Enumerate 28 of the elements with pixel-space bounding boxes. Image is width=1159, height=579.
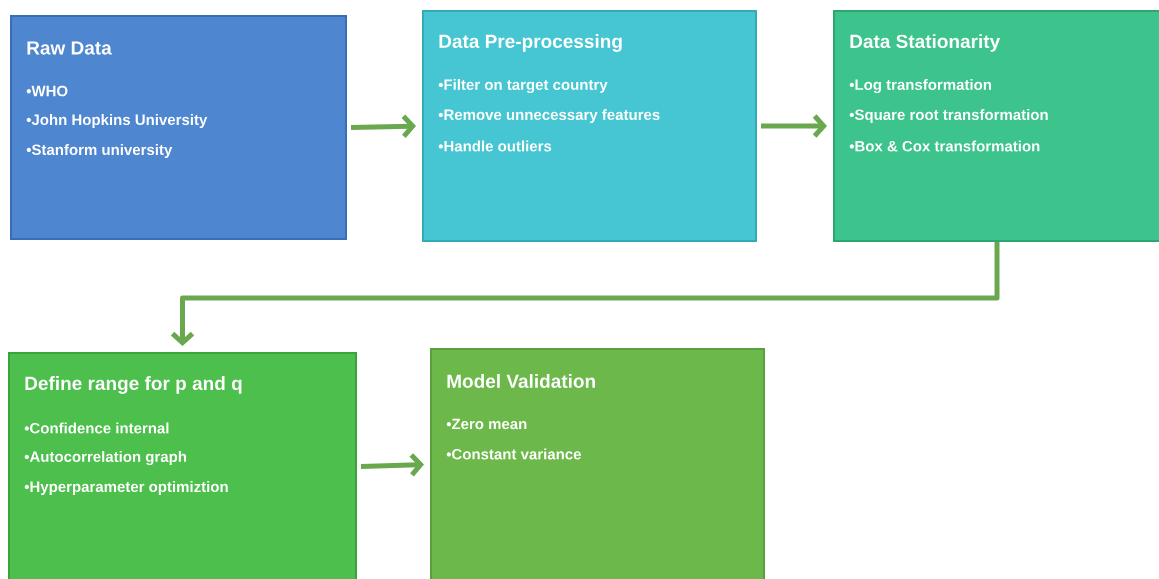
bullet-item: •Zero mean [446, 418, 527, 430]
bullet-item: •Box & Cox transformation [849, 140, 1040, 152]
bullet-item: •Hyperparameter optimiztion [24, 481, 228, 495]
box-heading: Raw Data [27, 41, 112, 55]
bullet-item: •Square root transformation [849, 109, 1048, 123]
box-heading: Define range for p and q [25, 376, 242, 394]
bullet-item: •John Hopkins University [26, 114, 208, 128]
box-heading: Data Pre-processing [439, 34, 622, 52]
bullet-item: •Log transformation [849, 79, 991, 94]
box-heading: Data Stationarity [850, 34, 1001, 52]
bullet-item: •Autocorrelation graph [24, 451, 186, 466]
process-box [430, 348, 765, 579]
bullet-item: •Stanform university [26, 144, 173, 158]
arrow [360, 453, 424, 477]
process-box [422, 10, 757, 242]
bullet-item: •WHO [26, 85, 68, 97]
bullet-item: •Handle outliers [438, 140, 552, 152]
process-box [10, 15, 347, 240]
arrow [761, 114, 827, 138]
bullet-item: •Remove unnecessary features [438, 109, 660, 123]
bullet-item: •Filter on target country [438, 79, 608, 94]
bullet-item: •Constant variance [446, 448, 581, 460]
process-box [833, 10, 1159, 242]
box-heading: Model Validation [447, 374, 595, 388]
arrow [350, 114, 416, 138]
arrow [170, 242, 1000, 346]
bullet-item: •Confidence internal [24, 422, 169, 434]
process-box [8, 352, 357, 579]
